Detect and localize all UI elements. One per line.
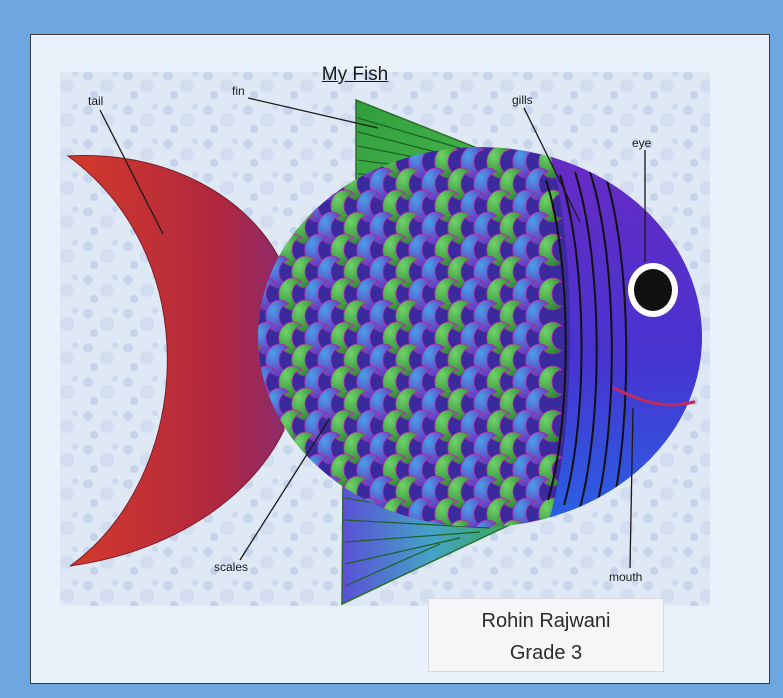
author-grade: Grade 3 (429, 637, 663, 669)
label-scales: scales (214, 560, 248, 574)
eye (628, 263, 678, 317)
author-name: Rohin Rajwani (429, 605, 663, 637)
label-gills: gills (512, 93, 533, 107)
author-card: Rohin Rajwani Grade 3 (428, 598, 664, 672)
page-title: My Fish (300, 64, 410, 86)
label-tail: tail (88, 94, 103, 108)
label-mouth: mouth (609, 570, 642, 584)
label-fin: fin (232, 84, 245, 98)
label-eye: eye (632, 136, 651, 150)
